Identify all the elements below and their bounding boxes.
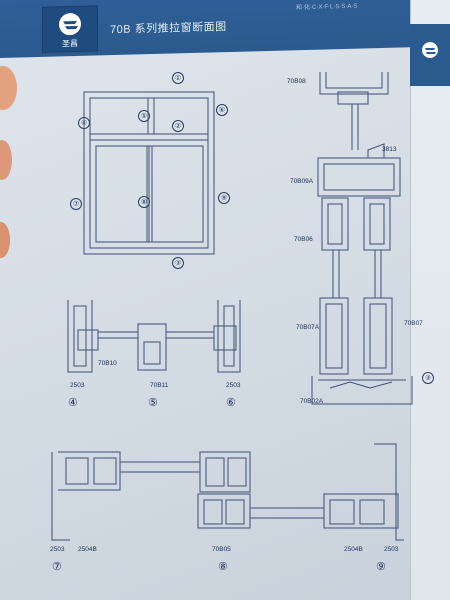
profile-label-70b09a: 70B09A xyxy=(290,178,314,185)
profile-label-70b11: 70B11 xyxy=(150,382,169,389)
profile-label-2503-s9: 2503 xyxy=(384,546,399,553)
next-page-edge xyxy=(410,0,450,600)
callout-3: ③ xyxy=(172,257,184,269)
brand-mark-icon xyxy=(59,13,81,36)
profile-label-2503-s7: 2503 xyxy=(50,546,65,553)
profile-label-2504b-s9: 2504B xyxy=(344,546,363,553)
callout-4-section: ④ xyxy=(68,397,78,409)
callout-8-section: ⑧ xyxy=(218,561,228,573)
page-header-band: 圣昌 70B 系列推拉窗断面图 和·化·C·X·F·L·S·S·A·S xyxy=(0,0,410,59)
profile-label-2503-right: 2503 xyxy=(226,382,241,389)
callout-7: ⑦ xyxy=(70,198,82,210)
callout-7-section: ⑦ xyxy=(52,561,62,573)
vertical-section-callout: ③ xyxy=(422,372,434,384)
profile-label-2503-left: 2503 xyxy=(70,382,85,389)
callout-9-section: ⑨ xyxy=(376,561,386,573)
profile-label-70b07a: 70B07A xyxy=(296,324,320,331)
brand-logo: 圣昌 xyxy=(42,5,98,53)
next-page-header xyxy=(410,24,450,86)
callout-9: ⑨ xyxy=(218,192,230,204)
callout-5: ⑤ xyxy=(138,110,150,122)
hand-fingers xyxy=(0,66,17,258)
callout-6-section: ⑥ xyxy=(226,397,236,409)
profile-label-3813: 3813 xyxy=(382,146,397,153)
callout-2: ② xyxy=(172,120,184,132)
profile-label-70b08: 70B08 xyxy=(287,78,306,85)
next-page-logo-icon xyxy=(422,42,438,58)
callout-5-section: ⑤ xyxy=(148,397,158,409)
callout-6: ⑥ xyxy=(216,104,228,116)
callout-1: ① xyxy=(172,72,184,84)
profile-label-70b07: 70B07 xyxy=(404,320,423,327)
callout-8: ⑧ xyxy=(138,196,150,208)
profile-label-70b06: 70B06 xyxy=(294,236,313,243)
profile-label-2504b-s7: 2504B xyxy=(78,546,97,553)
profile-label-70b05: 70B05 xyxy=(212,546,231,553)
profile-label-70b10: 70B10 xyxy=(98,360,117,367)
callout-4: ④ xyxy=(78,117,90,129)
profile-label-70b02a: 70B02A xyxy=(300,398,324,405)
